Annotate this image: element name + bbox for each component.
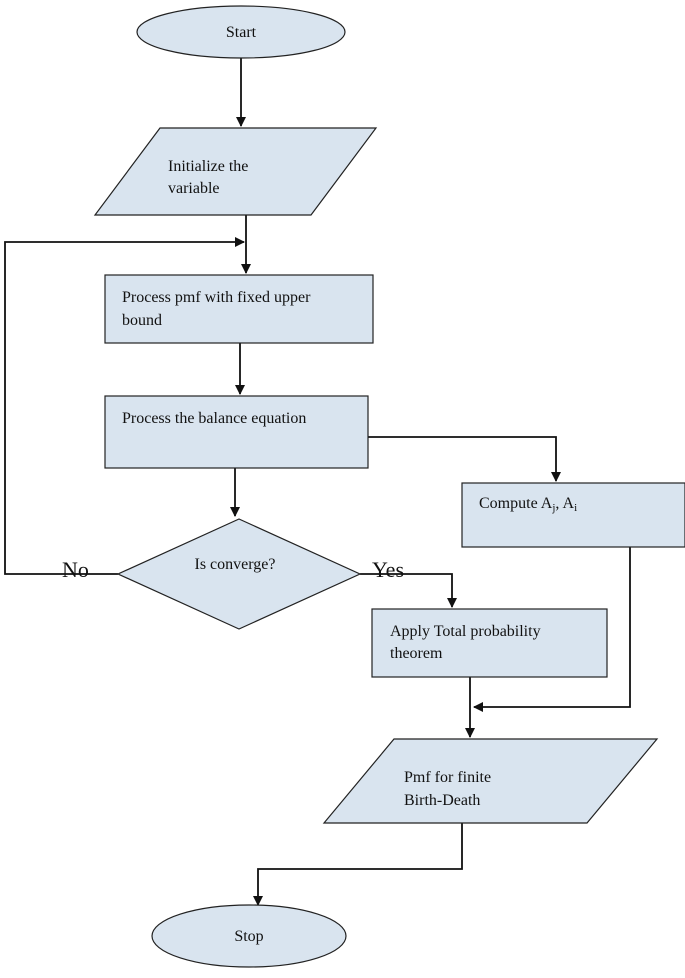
balance-box (104, 395, 369, 469)
decision-label: Is converge? (195, 556, 276, 573)
stop-label: Stop (234, 928, 263, 945)
total-probability-label-line1: Apply Total probability (390, 623, 541, 640)
node-stop: Stop (151, 904, 347, 968)
initialize-label-line1: Initialize the (168, 158, 248, 175)
balance-label: Process the balance equation (122, 410, 306, 427)
total-probability-label-line2: theorem (390, 645, 443, 662)
node-decision: Is converge? (116, 518, 362, 630)
stop-terminator (151, 904, 347, 968)
node-start: Start (136, 5, 346, 59)
edge-label-no: No (62, 557, 89, 582)
initialize-parallelogram (93, 127, 378, 216)
edge-loop-back-no (4, 237, 245, 575)
compute-label: Compute Aj, Ai (479, 495, 577, 514)
compute-label-sub-j: j (551, 502, 555, 514)
node-balance: Process the balance equation (104, 395, 369, 469)
process-pmf-box (104, 274, 374, 344)
node-process-pmf: Process pmf with fixed upper bound (104, 274, 374, 344)
process-pmf-label-line1: Process pmf with fixed upper (122, 289, 311, 306)
process-pmf-label-line2: bound (122, 312, 162, 329)
decision-diamond (116, 518, 362, 630)
edge-label-yes: Yes (372, 557, 404, 582)
start-label: Start (226, 24, 257, 41)
total-probability-box (371, 608, 608, 678)
pmf-finite-label-line2: Birth-Death (404, 792, 480, 809)
node-initialize: Initialize the variable (93, 127, 378, 216)
node-total-probability: Apply Total probability theorem (371, 608, 608, 678)
node-pmf-finite: Pmf for finite Birth-Death (322, 738, 659, 824)
compute-box (461, 482, 685, 548)
start-terminator (136, 5, 346, 59)
edge-pmf-finite-to-stop (253, 823, 463, 906)
initialize-label-line2: variable (168, 180, 220, 197)
node-compute: Compute Aj, Ai (461, 482, 685, 548)
compute-label-sub-i: i (574, 502, 577, 514)
connectors (4, 58, 631, 906)
pmf-finite-parallelogram (322, 738, 659, 824)
compute-label-sep: , A (555, 495, 574, 512)
compute-label-main: Compute A (479, 495, 553, 512)
edge-compute-to-merge (473, 547, 631, 712)
pmf-finite-label-line1: Pmf for finite (404, 769, 491, 786)
edge-decision-yes-to-total-prob (360, 573, 457, 608)
edge-balance-to-compute (368, 436, 561, 482)
